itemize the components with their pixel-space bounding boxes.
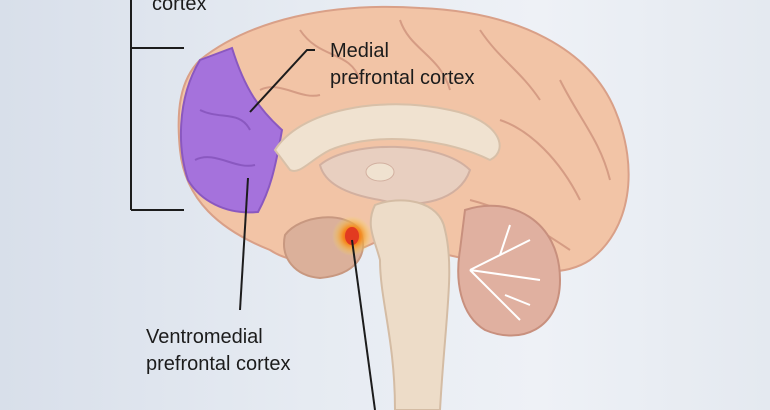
leader-lines [130, 0, 376, 410]
gyri-lines [259, 19, 611, 251]
label-line: Medial [330, 40, 389, 62]
brainstem [369, 199, 451, 410]
label-line: Ventromedial [146, 326, 263, 348]
cortex-label-partial: cortex [152, 0, 207, 15]
thalamus [318, 145, 472, 205]
arbor-vitae [469, 224, 541, 321]
label-line: prefrontal cortex [146, 353, 291, 375]
medial-prefrontal-label: Medial prefrontal cortex [330, 38, 475, 92]
label-line: prefrontal cortex [330, 67, 475, 89]
ventromedial-prefrontal-label: Ventromedial prefrontal cortex [146, 324, 291, 378]
amygdala [345, 227, 359, 245]
corpus-callosum [273, 103, 501, 172]
cerebellum [457, 204, 562, 337]
prefrontal-region [179, 46, 284, 214]
